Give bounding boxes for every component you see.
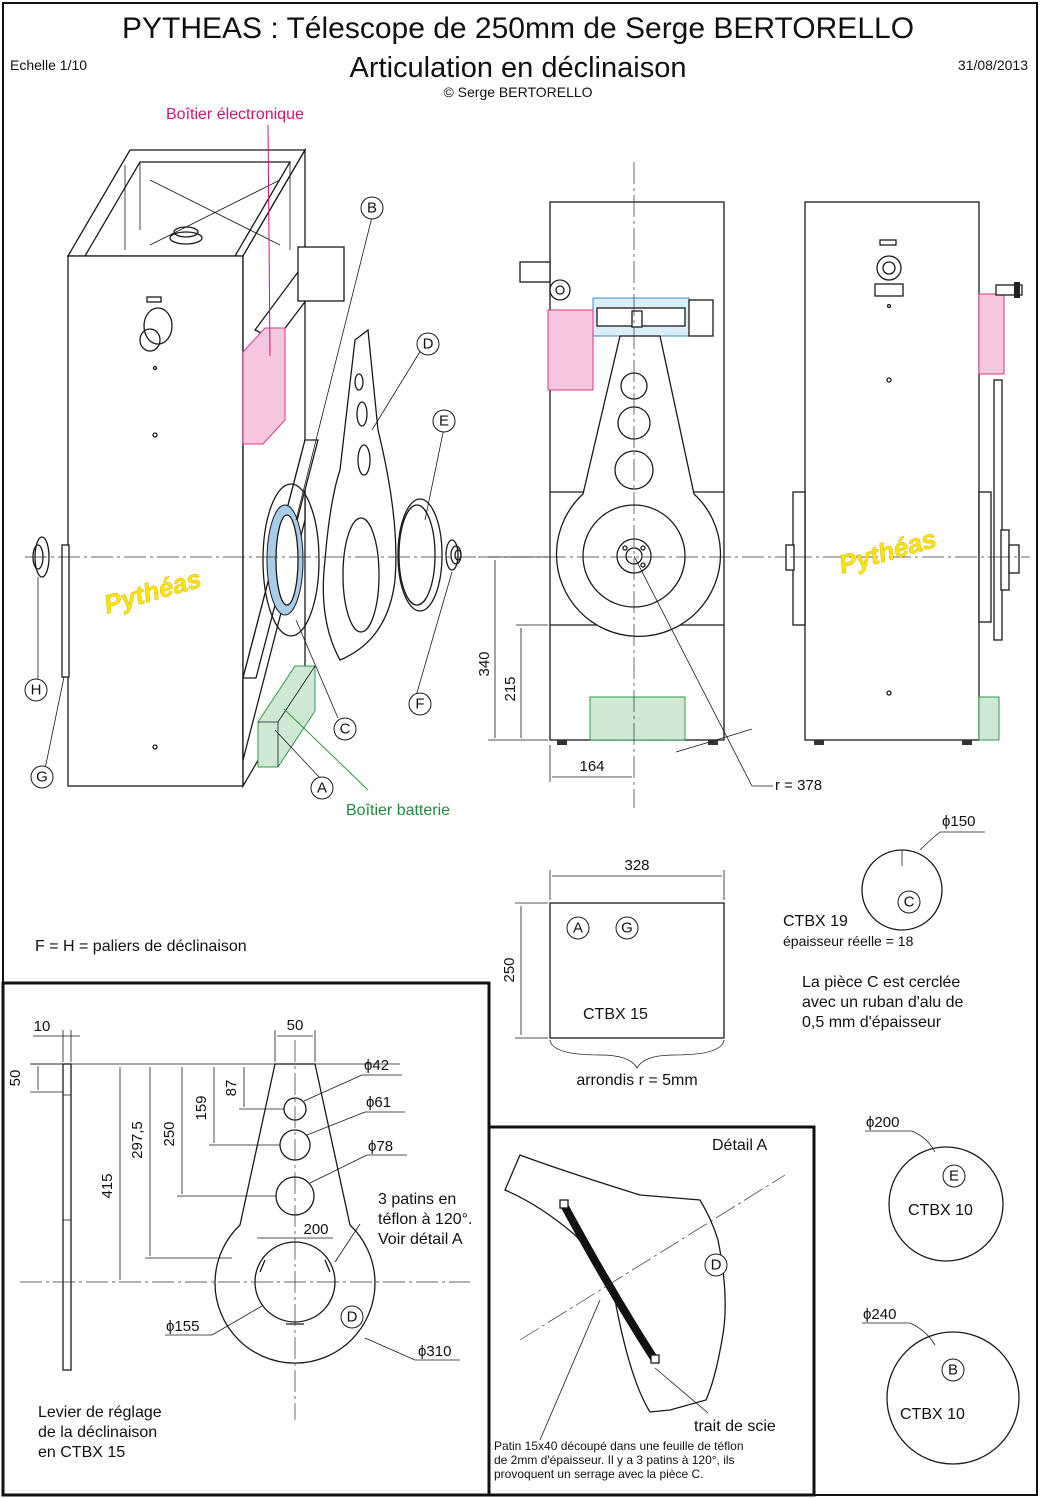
dim-87: 87	[223, 1080, 240, 1097]
svg-text:G: G	[36, 769, 48, 786]
svg-text:E: E	[439, 413, 449, 430]
disc-e-detail: ϕ200 E CTBX 10	[865, 1114, 1004, 1262]
piece-c-note-3: 0,5 mm d'épaisseur	[802, 1014, 942, 1031]
lever-note-2: de la déclinaison	[38, 1424, 157, 1441]
dim-215: 215	[502, 676, 519, 701]
dim-297-5: 297,5	[129, 1121, 146, 1159]
dim-250-plate: 250	[501, 957, 518, 982]
detail-note-2: de 2mm d'épaisseur. Il y a 3 patins à 12…	[494, 1453, 735, 1467]
part-bubble-b: B	[360, 196, 384, 220]
dim-159: 159	[193, 1095, 210, 1120]
drawing-subtitle: Articulation en déclinaison	[350, 52, 687, 84]
svg-text:G: G	[621, 920, 633, 937]
side-view: Pythéas	[785, 201, 1030, 745]
dim-phi200: ϕ200	[866, 1114, 899, 1131]
scale-label: Echelle 1/10	[10, 57, 87, 73]
detail-a-title: Détail A	[712, 1137, 767, 1154]
part-bubble-d-lever: D	[340, 1305, 364, 1329]
lever-note-1: Levier de réglage	[38, 1404, 162, 1421]
thickness-label: épaisseur réelle = 18	[783, 933, 914, 949]
isometric-view: Pythéas Boîtier électronique Boîtier bat…	[24, 106, 478, 819]
dim-250-lever: 250	[161, 1121, 178, 1146]
detail-a: Détail A D trait de scie Patin 15x40 déc…	[487, 1125, 816, 1497]
dim-phi240: ϕ240	[863, 1306, 896, 1323]
part-bubble-f: F	[408, 692, 432, 716]
ctbx19-label: CTBX 19	[783, 913, 848, 930]
svg-text:B: B	[367, 200, 377, 217]
bearings-note: F = H = paliers de déclinaison	[35, 938, 247, 955]
part-bubble-d: D	[416, 332, 440, 356]
dim-50-side: 50	[7, 1070, 24, 1087]
svg-text:F: F	[415, 696, 424, 713]
svg-text:A: A	[573, 920, 583, 937]
part-bubble-a-plate: A	[566, 916, 590, 940]
dim-164: 164	[579, 758, 604, 775]
plate-ag-detail: 328 250 A G CTBX 15 arrondis r = 5mm	[501, 857, 725, 1089]
battery-box-label: Boîtier batterie	[346, 802, 450, 819]
part-bubble-c-detail: C	[897, 890, 921, 914]
patins-note-1: 3 patins en	[378, 1191, 456, 1208]
electronics-box-label: Boîtier électronique	[166, 106, 304, 123]
part-bubble-b-detail: B	[941, 1358, 965, 1382]
part-bubble-a: A	[310, 776, 334, 800]
dim-340: 340	[476, 651, 493, 676]
rounded-label: arrondis r = 5mm	[576, 1072, 697, 1089]
dim-50-top: 50	[287, 1017, 304, 1034]
svg-text:H: H	[31, 682, 42, 699]
svg-text:B: B	[948, 1362, 958, 1379]
detail-note-1: Patin 15x40 découpé dans une feuille de …	[494, 1439, 744, 1453]
dim-phi310: ϕ310	[418, 1343, 451, 1360]
ctbx10-e-label: CTBX 10	[908, 1202, 973, 1219]
part-bubble-g: G	[30, 765, 54, 789]
patins-note-3: Voir détail A	[378, 1231, 463, 1248]
dim-phi42: ϕ42	[364, 1057, 389, 1074]
radius-378-label: r = 378	[775, 777, 822, 794]
piece-c-note-2: avec un ruban d'alu de	[802, 994, 964, 1011]
svg-text:D: D	[711, 1257, 722, 1274]
dim-415: 415	[99, 1173, 116, 1198]
piece-c-detail: ϕ150 C CTBX 19 épaisseur réelle = 18 La …	[783, 813, 985, 1031]
dim-phi155: ϕ155	[166, 1318, 199, 1335]
svg-text:C: C	[904, 894, 915, 911]
lever-d-drawing: 10 50 415 297,5 250 159 87	[1, 981, 491, 1497]
saw-line-label: trait de scie	[694, 1418, 776, 1435]
part-bubble-c: C	[333, 717, 357, 741]
dim-phi150: ϕ150	[942, 813, 975, 830]
ctbx10-b-label: CTBX 10	[900, 1406, 965, 1423]
drawing-title: PYTHEAS : Télescope de 250mm de Serge BE…	[122, 12, 914, 45]
part-bubble-e-detail: E	[942, 1164, 966, 1188]
disc-b-detail: ϕ240 B CTBX 10	[862, 1306, 1020, 1465]
dim-10: 10	[34, 1018, 51, 1035]
date-label: 31/08/2013	[958, 57, 1028, 73]
part-bubble-e: E	[432, 409, 456, 433]
patins-note-2: téflon à 120°.	[378, 1211, 472, 1228]
svg-text:E: E	[949, 1168, 959, 1185]
dim-phi78: ϕ78	[368, 1138, 393, 1155]
svg-text:A: A	[317, 780, 327, 797]
detail-note-3: provoquent un serrage avec la pièce C.	[494, 1467, 703, 1481]
lever-note-3: en CTBX 15	[38, 1444, 125, 1461]
svg-text:D: D	[347, 1309, 358, 1326]
part-bubble-d-detail: D	[704, 1253, 728, 1277]
ctbx15-label: CTBX 15	[583, 1006, 648, 1023]
piece-c-note-1: La pièce C est cerclée	[802, 974, 960, 991]
dim-200: 200	[303, 1221, 328, 1238]
copyright: © Serge BERTORELLO	[443, 84, 592, 100]
svg-text:C: C	[340, 721, 351, 738]
dim-328: 328	[624, 857, 649, 874]
front-view: r = 378 340 215 164	[476, 162, 822, 808]
dim-phi61: ϕ61	[366, 1094, 391, 1111]
part-bubble-g-plate: G	[615, 916, 639, 940]
svg-text:D: D	[423, 336, 434, 353]
part-bubble-h: H	[24, 678, 48, 702]
